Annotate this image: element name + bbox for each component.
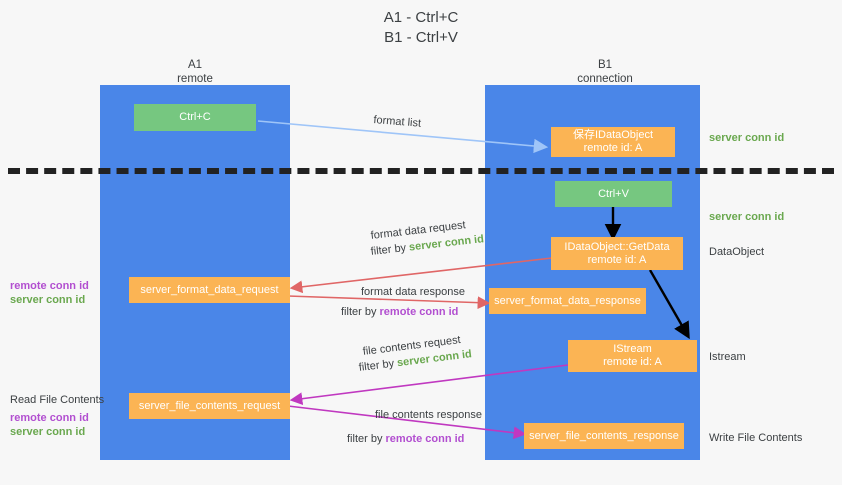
arrow-file-contents-request xyxy=(289,364,569,406)
box-ctrl-v[interactable]: Ctrl+V xyxy=(555,181,672,207)
title-line-1: A1 - Ctrl+C xyxy=(383,9,459,26)
box-istream-line2: remote id: A xyxy=(603,356,662,368)
left-label-remote-conn-id-2: remote conn id xyxy=(10,412,89,424)
box-save-idataobject-line1: 保存IDataObject xyxy=(572,129,654,141)
filter-remote-conn-id-2: remote conn id xyxy=(385,433,465,445)
lane-header-a1: A1 remote xyxy=(120,58,270,86)
lane-a1-name: A1 xyxy=(187,59,203,71)
box-getdata-line2: remote id: A xyxy=(587,253,647,266)
box-idataobject-getdata[interactable]: IDataObject::GetData remote id: A xyxy=(551,237,683,270)
box-istream-line1: IStream xyxy=(613,343,652,355)
caption-format-data-response: format data response xyxy=(361,286,465,298)
caption-format-data-response-filter: filter by remote conn id xyxy=(341,305,458,320)
right-label-server-conn-id-2: server conn id xyxy=(709,211,785,223)
box-save-idataobject-line2: remote id: A xyxy=(583,142,643,154)
arrow-format-data-response xyxy=(287,295,491,310)
left-label-server-conn-id-2: server conn id xyxy=(10,426,86,438)
right-label-server-conn-id-1: server conn id xyxy=(709,132,785,144)
arrow-format-list xyxy=(257,120,549,154)
left-label-group-file: remote conn id server conn id xyxy=(10,411,89,439)
filter-by-text-3: filter by xyxy=(358,357,395,374)
arrow-file-contents-response xyxy=(287,405,527,440)
left-label-server-conn-id-1: server conn id xyxy=(10,294,86,306)
title-line-2: B1 - Ctrl+V xyxy=(384,29,458,46)
filter-by-text-4: filter by xyxy=(347,433,383,445)
filter-remote-conn-id-1: remote conn id xyxy=(379,306,459,318)
lane-a1-sub: remote xyxy=(177,73,213,85)
left-label-group-format: remote conn id server conn id xyxy=(10,279,89,307)
box-server-format-data-request[interactable]: server_format_data_request xyxy=(129,277,290,303)
dashed-divider xyxy=(8,168,834,174)
right-label-istream: Istream xyxy=(709,351,746,363)
box-getdata-line1: IDataObject::GetData xyxy=(564,240,670,253)
box-server-format-data-response[interactable]: server_format_data_response xyxy=(489,288,646,314)
left-label-read-file-contents: Read File Contents xyxy=(10,394,105,406)
box-istream[interactable]: IStream remote id: A xyxy=(568,340,697,372)
lane-header-b1: B1 connection xyxy=(530,58,680,86)
caption-file-contents-response: file contents response xyxy=(375,409,483,421)
box-ctrl-c[interactable]: Ctrl+C xyxy=(134,104,256,131)
lane-b1-sub: connection xyxy=(577,73,633,85)
left-label-remote-conn-id-1: remote conn id xyxy=(10,280,89,292)
filter-by-text-2: filter by xyxy=(341,306,377,318)
arrow-format-data-request xyxy=(289,257,553,294)
right-label-dataobject: DataObject xyxy=(709,246,765,258)
arrow-getdata-to-istream xyxy=(648,269,690,340)
filter-by-text-1: filter by xyxy=(370,241,407,258)
box-server-file-contents-request[interactable]: server_file_contents_request xyxy=(129,393,290,419)
box-save-idataobject[interactable]: 保存IDataObject remote id: A xyxy=(551,127,675,157)
caption-file-contents-response-filter: filter by remote conn id xyxy=(347,432,464,447)
diagram-title: A1 - Ctrl+C B1 - Ctrl+V xyxy=(0,8,842,48)
right-label-write-file-contents: Write File Contents xyxy=(709,432,803,444)
lane-b1-name: B1 xyxy=(597,59,613,71)
box-server-file-contents-response[interactable]: server_file_contents_response xyxy=(524,423,684,449)
